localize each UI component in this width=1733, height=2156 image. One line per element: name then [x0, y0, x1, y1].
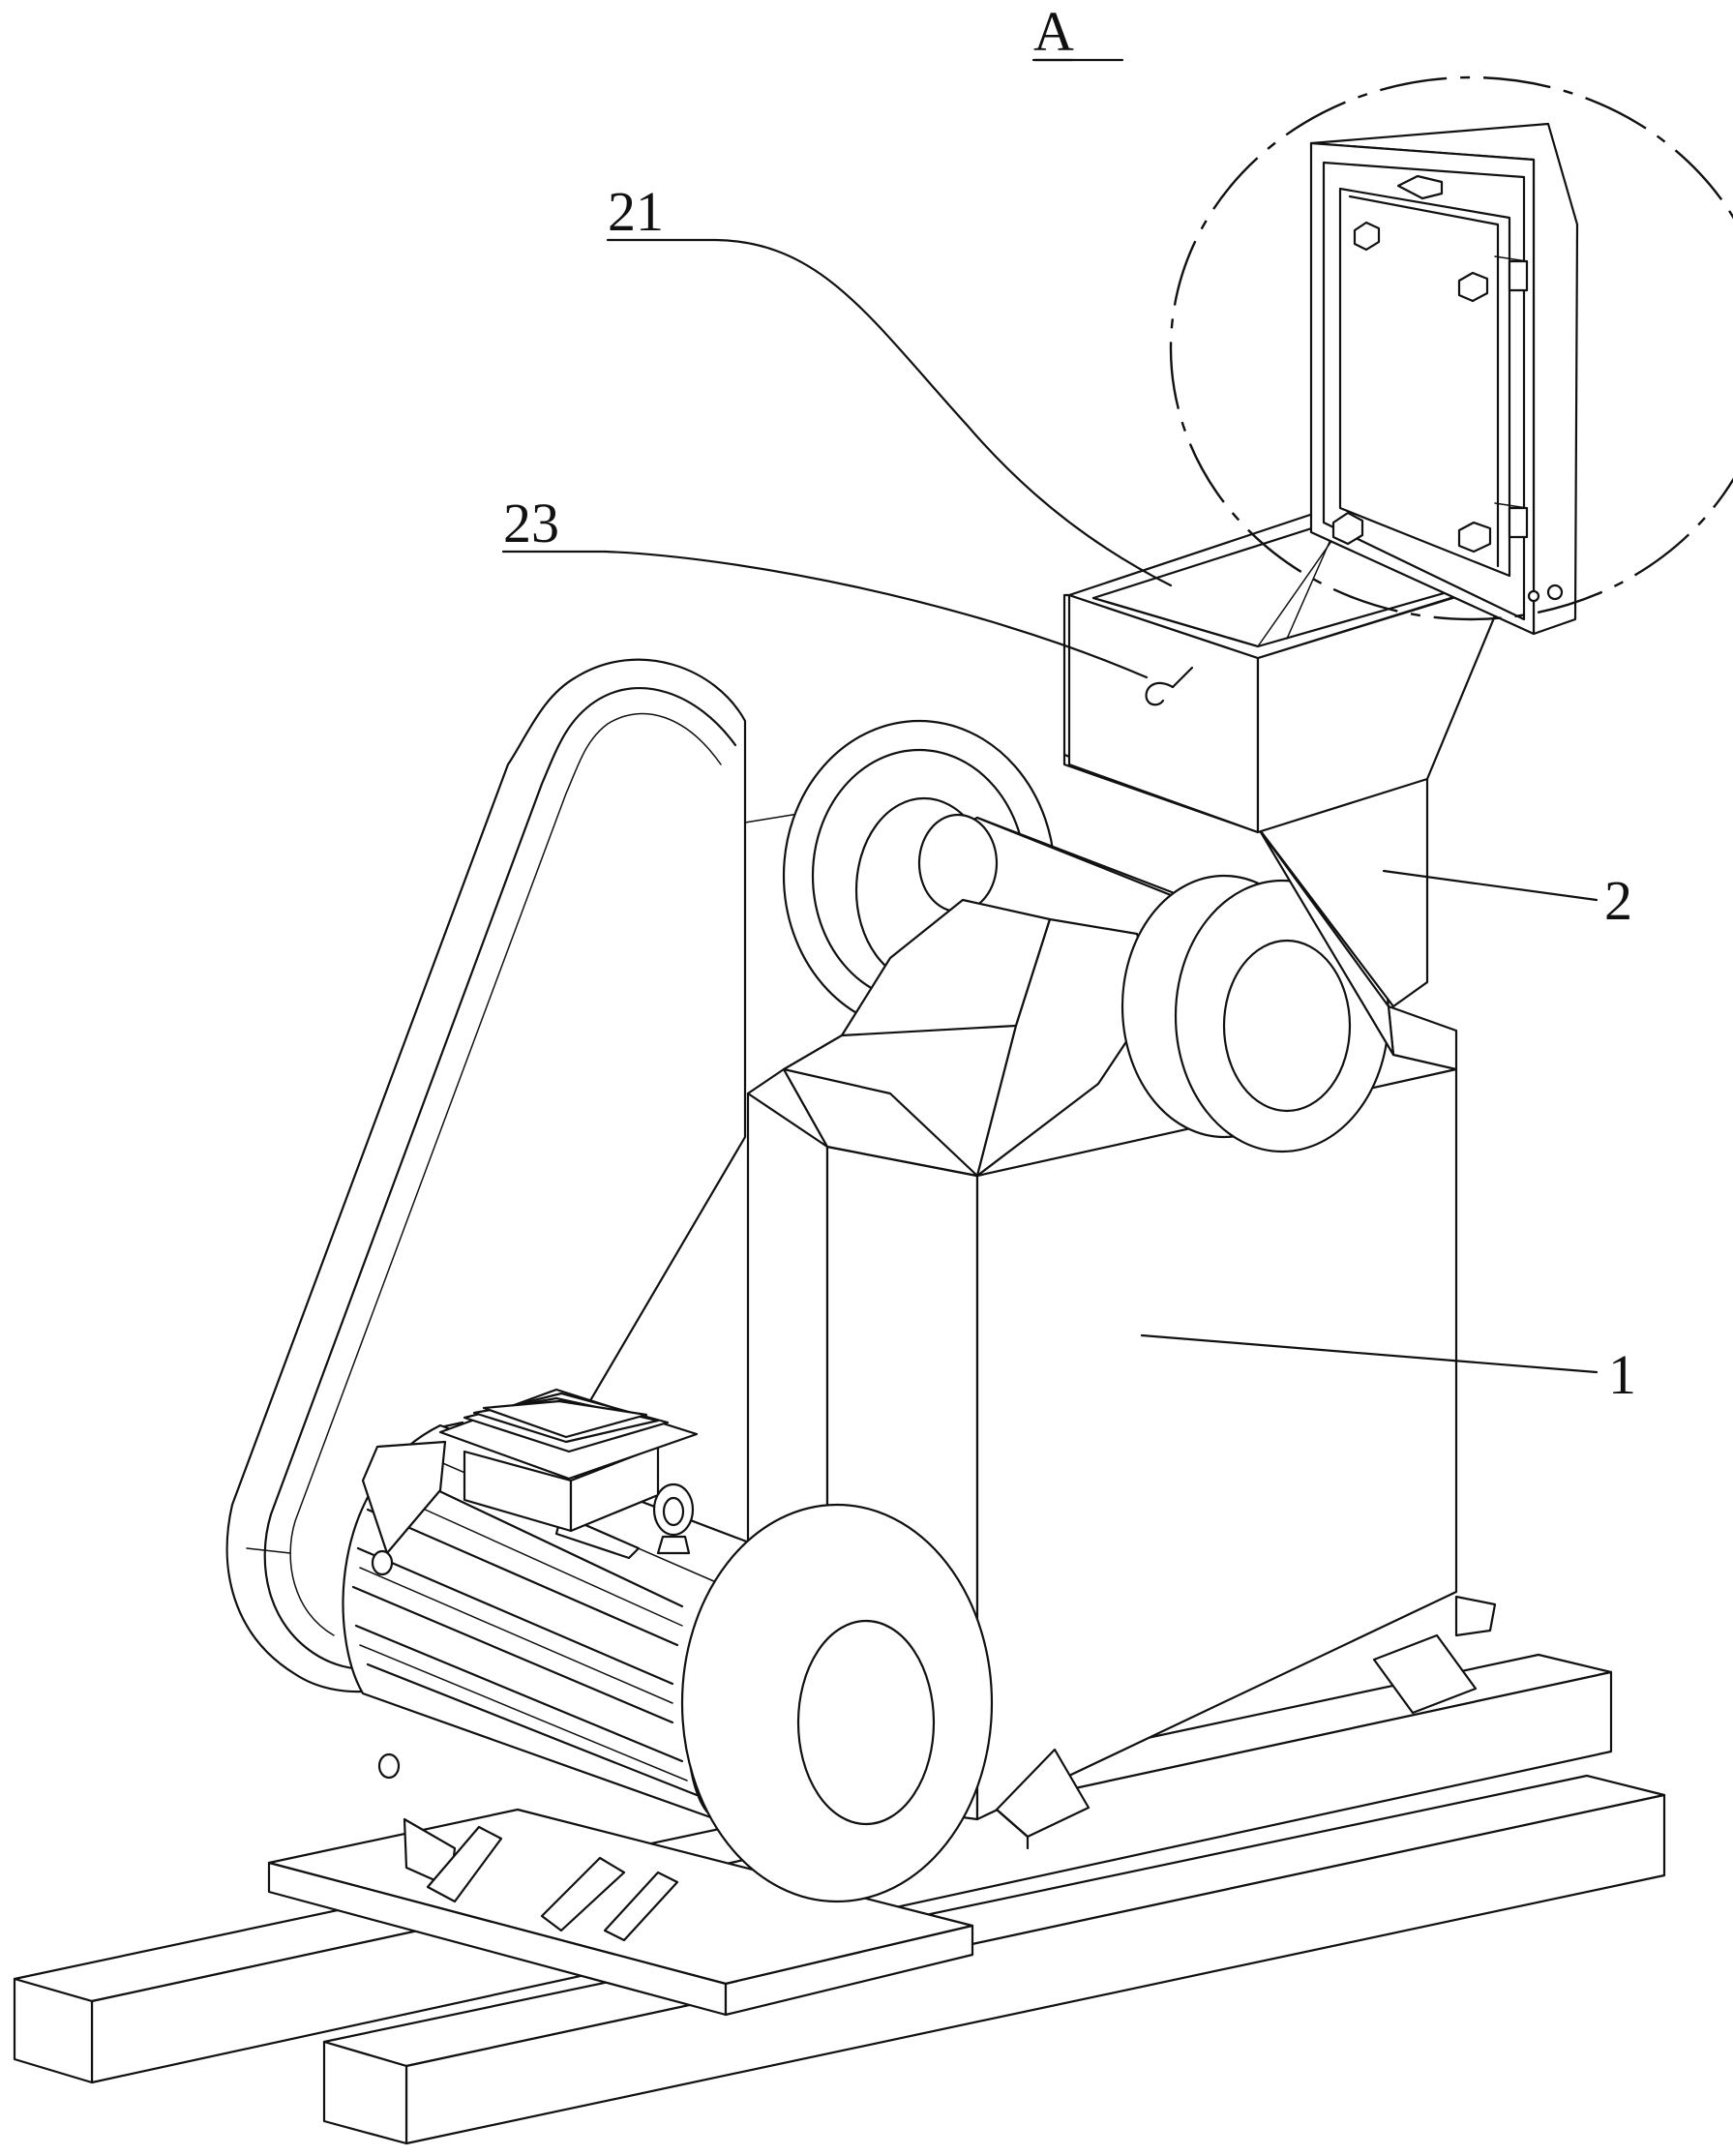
label-21: 21: [608, 180, 664, 243]
leader-21: [608, 240, 1171, 585]
label-a: A: [1033, 0, 1074, 63]
motor-lifting-eye: [654, 1484, 693, 1553]
label-1: 1: [1608, 1343, 1636, 1406]
leader-23: [503, 552, 1147, 677]
label-2: 2: [1604, 869, 1632, 932]
label-23: 23: [503, 492, 559, 554]
